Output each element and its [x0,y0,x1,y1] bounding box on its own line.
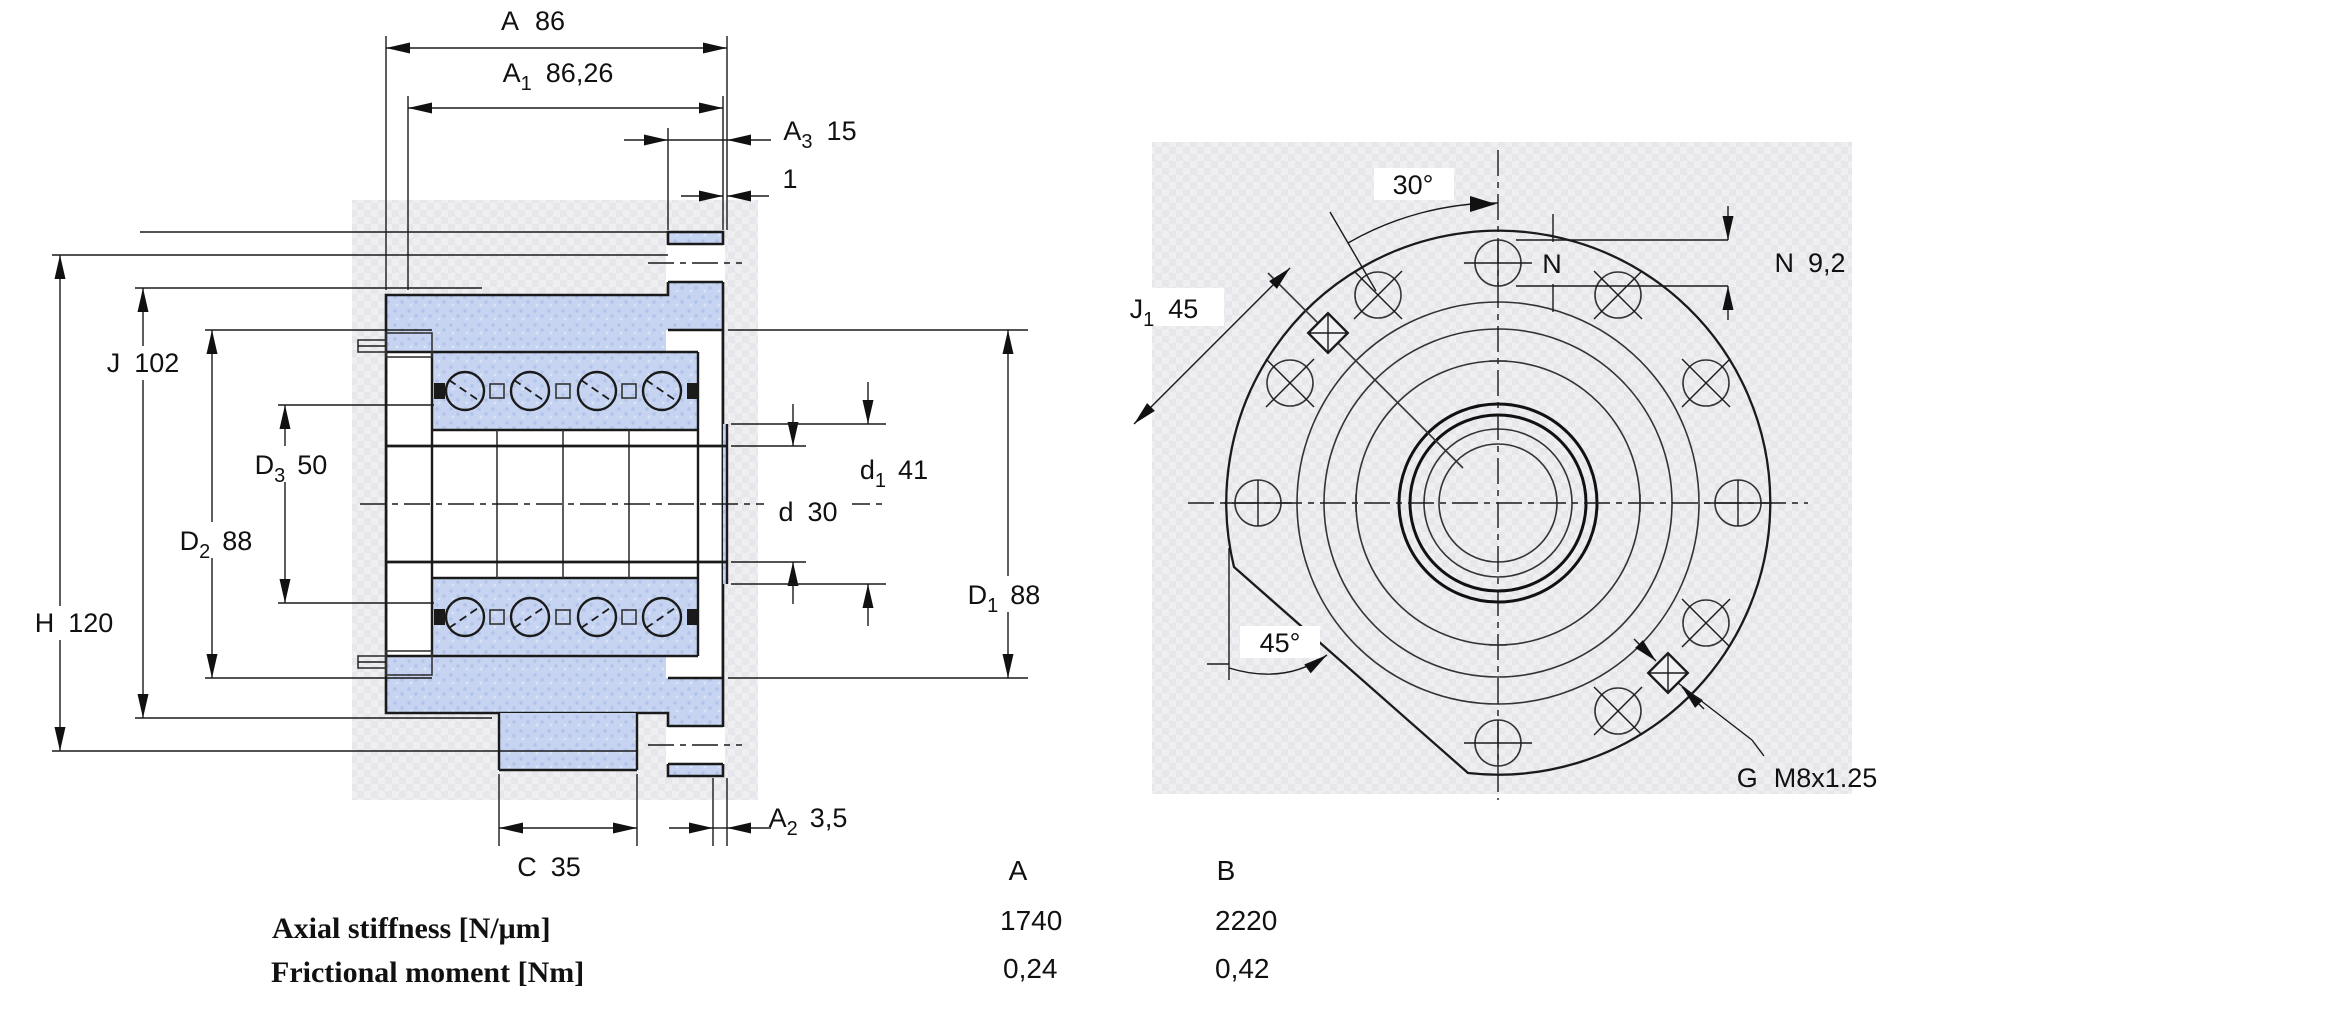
bearing-ball [509,370,551,412]
cage-pocket [621,609,637,625]
dim-label-1: 1 [782,164,797,194]
bearing-ball [509,596,551,638]
bearing-ball [444,370,486,412]
table-col-header-B: B [1217,855,1236,886]
front-background-panel [1152,142,1852,794]
section-dimension-lines [52,36,1028,846]
dim-label-N-letter: N [1542,249,1562,279]
cage-pocket [489,383,505,399]
bearing-ball [576,596,618,638]
table-cell: 0,24 [1003,953,1058,984]
seal-block [434,609,445,625]
ball-row-bottom [434,596,698,638]
sleeve-tab [499,713,637,770]
bolt-hole-icon [1464,239,1532,287]
cage-pocket [489,609,505,625]
register-circle-ticks [1355,360,1641,646]
raceway-strip-top [432,352,698,430]
bolt-hole-icon [1353,270,1403,320]
table-row-label: Axial stiffness [N/μm] [272,912,551,945]
seal-block [687,383,698,399]
cage-pocket [621,383,637,399]
bolt-hole-icon [1593,686,1643,736]
bearing-ball [576,370,618,412]
table-cell: 2220 [1215,905,1277,936]
table-row-label: Frictional moment [Nm] [271,956,584,989]
table-col-header-A: A [1009,855,1028,886]
bolt-holes [1224,239,1772,767]
table-cell: 0,42 [1215,953,1270,984]
bolt-hole-icon [1681,358,1731,408]
bolt-hole-icon [1681,598,1731,648]
bolt-hole-icon [1593,270,1643,320]
seal-block [687,609,698,625]
bearing-ball [444,596,486,638]
diagonal-radial-line [1267,272,1464,469]
bolt-hole-icon [1224,479,1292,527]
threaded-hole-icon [1306,311,1350,355]
bolt-hole-icon [1704,479,1772,527]
spec-table: A B Axial stiffness [N/μm] 1740 2220 Fri… [271,855,1277,989]
bolt-hole-icon [1464,719,1532,767]
ball-row-top [434,370,698,412]
cage-pocket [555,609,571,625]
bearing-ball [641,370,683,412]
bearing-ball [641,596,683,638]
dim-label-30deg: 30° [1393,170,1434,200]
front-dimension-lines [1133,196,1765,757]
threaded-hole-icon [1646,651,1690,695]
lube-hole-top [357,332,433,358]
raceway-strip-bottom [432,578,698,656]
cage-pocket [555,383,571,399]
lube-hole-bottom [357,650,433,676]
dim-label-45deg: 45° [1260,628,1301,658]
seal-block [434,383,445,399]
table-cell: 1740 [1000,905,1062,936]
